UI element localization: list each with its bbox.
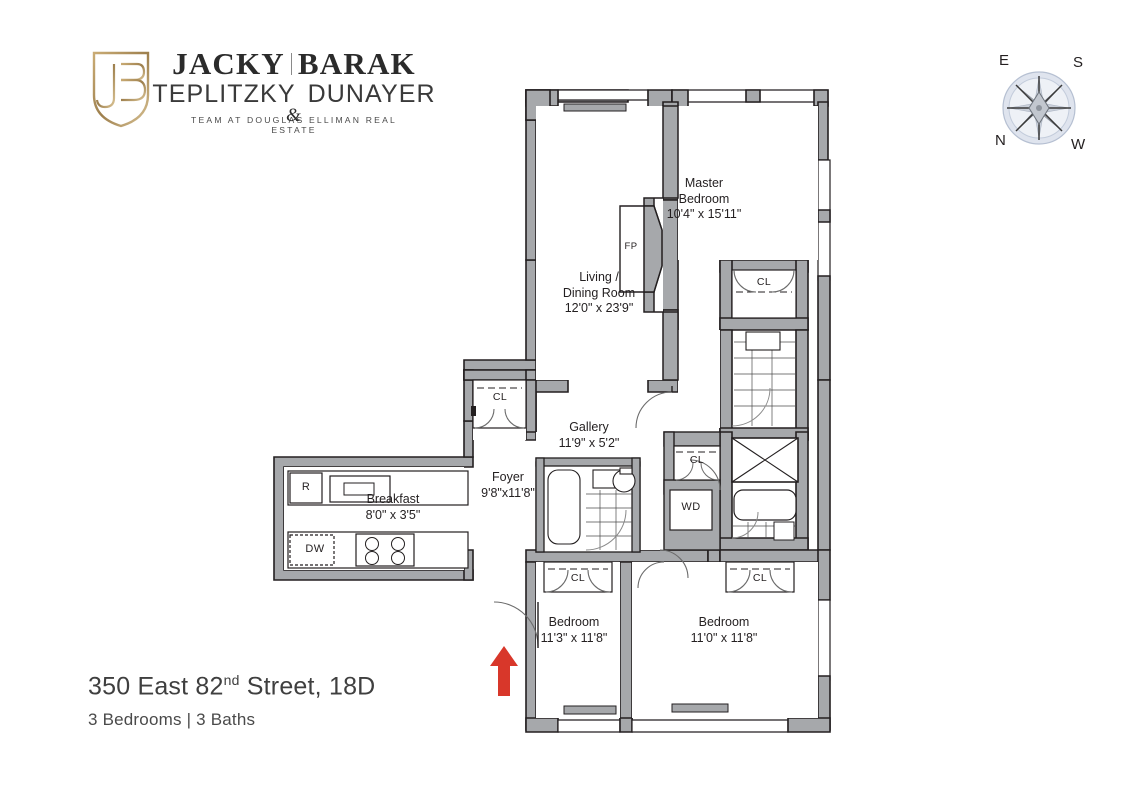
page-title: 350 East 82nd Street, 18D [88,672,375,701]
closet-tag-bedroom-3: CL [752,572,768,584]
refrigerator-tag: R [301,481,311,493]
address-summary: 3 Bedrooms | 3 Baths [88,710,256,730]
brand-line1-left: JACKY [172,46,285,81]
address-ordinal: nd [223,672,240,688]
room-label-bedroom-2: Bedroom 11'3" x 11'8" [540,615,608,645]
brand-divider-top [290,53,292,75]
compass-label-east: E [999,52,1010,69]
room-label-bedroom-3: Bedroom 11'0" x 11'8" [690,615,758,645]
brand-wordmark: JACKY BARAK TEPLITZKY DUNAYER & TEAM AT … [152,46,434,136]
address-street-rest: Street, 18D [239,672,376,701]
dishwasher-tag: DW [305,543,325,555]
brand-line2-right: DUNAYER [307,80,436,108]
brand-line2-left: TEPLITZKY [152,80,296,108]
brand-ampersand: & [286,105,302,126]
room-label-living-dining-room: Living / Dining Room 12'0" x 23'9" [562,270,636,315]
compass-label-south: S [1073,54,1084,71]
jb-monogram-icon [90,50,152,128]
address-street-main: 350 East 82 [88,672,224,701]
room-label-breakfast: Breakfast 8'0" x 3'5" [365,492,421,522]
room-label-gallery: Gallery 11'9" x 5'2" [558,420,620,450]
closet-tag-foyer: CL [492,391,508,403]
room-label-foyer: Foyer 9'8"x11'8" [481,470,535,500]
washer-dryer-tag: WD [681,501,701,513]
brand-logo: JACKY BARAK TEPLITZKY DUNAYER & TEAM AT … [90,46,435,136]
brand-tagline: TEAM AT DOUGLAS ELLIMAN REAL ESTATE [191,115,397,135]
room-label-master-bedroom: Master Bedroom 10'4" x 15'11" [666,176,742,221]
compass-label-north: N [995,132,1006,149]
brand-line1-right: BARAK [297,46,416,81]
floor-plan: Master Bedroom 10'4" x 15'11" Living / D… [268,80,838,740]
closet-tag-master: CL [756,276,772,288]
closet-tag-hall: CL [689,454,705,466]
entry-arrow [490,646,518,696]
compass-label-west: W [1071,136,1086,153]
compass-rose-icon: E S N W [983,48,1095,160]
closet-tag-bedroom-2: CL [570,572,586,584]
fireplace-tag: FP [624,241,638,252]
address-block: 350 East 82nd Street, 18D 3 Bedrooms | 3… [88,672,375,730]
